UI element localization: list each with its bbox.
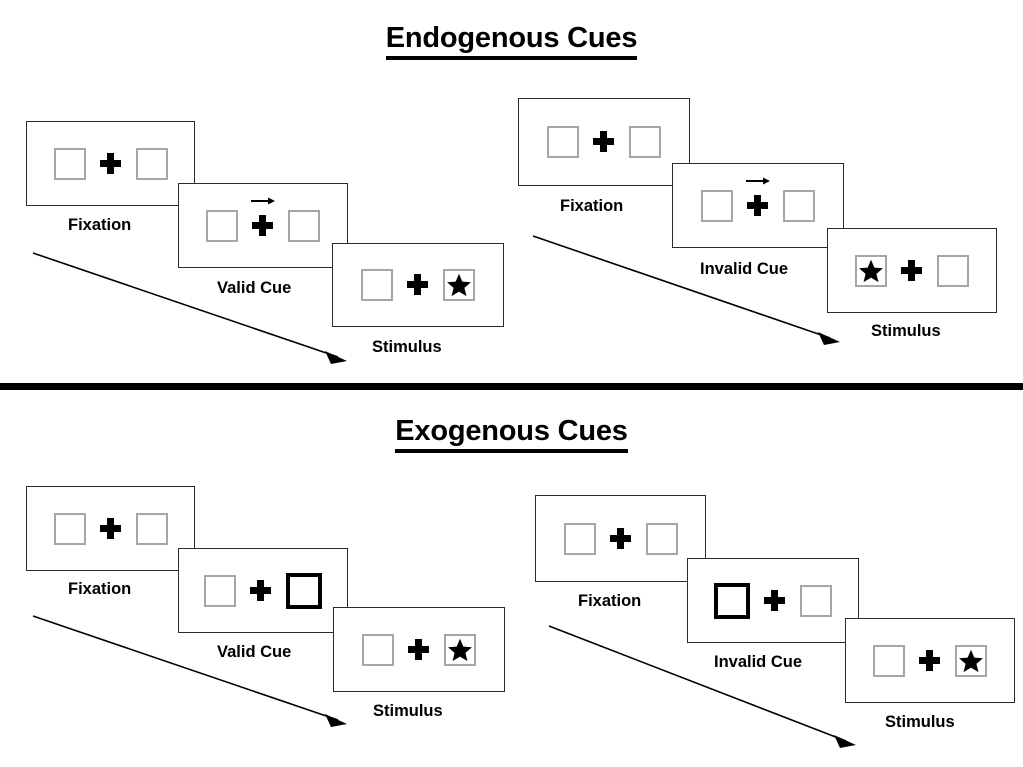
section-title-exogenous-text: Exogenous Cues <box>395 415 628 453</box>
section-divider <box>0 383 1023 390</box>
caption-exogenous-invalid-stimulus: Stimulus <box>885 713 955 731</box>
plus-cross-icon <box>609 523 632 555</box>
caption-exogenous-valid-fixation: Fixation <box>68 580 132 598</box>
right-placeholder-box <box>783 189 815 222</box>
caption-endogenous-valid-cue: Valid Cue <box>217 279 292 297</box>
panel-content <box>362 633 476 666</box>
plus-cross-icon <box>251 197 275 242</box>
plus-cross-icon <box>919 645 941 677</box>
target-box-right <box>444 633 476 666</box>
plus-cross-icon <box>99 513 122 545</box>
panel-content <box>563 522 678 555</box>
plus-cross-icon <box>746 177 770 222</box>
caption-endogenous-valid-stimulus: Stimulus <box>372 338 442 356</box>
cued-box-left <box>714 582 750 619</box>
plus-cross-icon <box>407 269 429 301</box>
panel-exogenous-invalid-stimulus <box>845 618 1015 703</box>
caption-exogenous-valid-stimulus: Stimulus <box>373 702 443 720</box>
panel-exogenous-valid-cue <box>178 548 348 633</box>
left-placeholder-box <box>53 147 86 180</box>
panel-endogenous-invalid-cue <box>672 163 844 248</box>
panel-content <box>855 254 969 287</box>
black-star-icon <box>959 649 983 672</box>
left-placeholder-box <box>873 644 905 677</box>
right-arrow-icon <box>746 177 770 184</box>
left-placeholder-box <box>204 574 236 607</box>
panel-content <box>53 147 168 180</box>
right-placeholder-box <box>937 254 969 287</box>
target-box-left <box>855 254 887 287</box>
caption-endogenous-valid-fixation: Fixation <box>68 216 132 234</box>
panel-endogenous-valid-fixation <box>26 121 195 206</box>
section-title-endogenous: Endogenous Cues <box>0 22 1023 60</box>
right-placeholder-box <box>629 126 661 158</box>
plus-cross-icon <box>593 126 615 158</box>
panel-content <box>361 269 475 301</box>
panel-endogenous-invalid-stimulus <box>827 228 997 313</box>
panel-endogenous-valid-cue <box>178 183 348 268</box>
plus-cross-icon <box>764 585 786 617</box>
panel-exogenous-invalid-fixation <box>535 495 706 582</box>
black-star-icon <box>448 638 472 661</box>
caption-endogenous-invalid-fixation: Fixation <box>560 197 624 215</box>
panel-exogenous-valid-stimulus <box>333 607 505 692</box>
right-arrow-icon <box>251 197 275 204</box>
plus-cross-icon <box>408 634 430 666</box>
right-placeholder-box <box>645 522 678 555</box>
plus-cross-icon <box>901 255 923 287</box>
caption-endogenous-invalid-cue: Invalid Cue <box>700 260 789 278</box>
left-placeholder-box <box>361 269 393 301</box>
plus-cross-icon <box>99 148 122 180</box>
left-placeholder-box <box>206 209 238 242</box>
right-placeholder-box <box>800 584 832 617</box>
panel-content <box>873 644 987 677</box>
left-placeholder-box <box>362 633 394 666</box>
left-placeholder-box <box>701 189 733 222</box>
cued-box-right <box>286 572 322 609</box>
right-placeholder-box <box>135 147 168 180</box>
caption-exogenous-invalid-cue: Invalid Cue <box>714 653 803 671</box>
panel-exogenous-valid-fixation <box>26 486 195 571</box>
panel-exogenous-invalid-cue <box>687 558 859 643</box>
section-title-exogenous: Exogenous Cues <box>0 415 1023 453</box>
plus-cross-icon <box>250 575 272 607</box>
left-placeholder-box <box>53 512 86 545</box>
caption-exogenous-valid-cue: Valid Cue <box>217 643 292 661</box>
black-star-icon <box>859 259 883 282</box>
caption-exogenous-invalid-fixation: Fixation <box>578 592 642 610</box>
black-star-icon <box>447 273 471 297</box>
target-box-right <box>443 269 475 301</box>
target-box-right <box>955 644 987 677</box>
left-placeholder-box <box>547 126 579 158</box>
left-placeholder-box <box>563 522 596 555</box>
section-title-endogenous-text: Endogenous Cues <box>385 22 637 60</box>
right-placeholder-box <box>135 512 168 545</box>
panel-content <box>547 126 661 158</box>
panel-content <box>53 512 168 545</box>
right-placeholder-box <box>288 209 320 242</box>
panel-content <box>204 572 322 609</box>
panel-endogenous-invalid-fixation <box>518 98 690 186</box>
panel-content <box>714 582 832 619</box>
panel-endogenous-valid-stimulus <box>332 243 504 327</box>
panel-content <box>701 177 815 222</box>
caption-endogenous-invalid-stimulus: Stimulus <box>871 322 941 340</box>
panel-content <box>206 197 320 242</box>
